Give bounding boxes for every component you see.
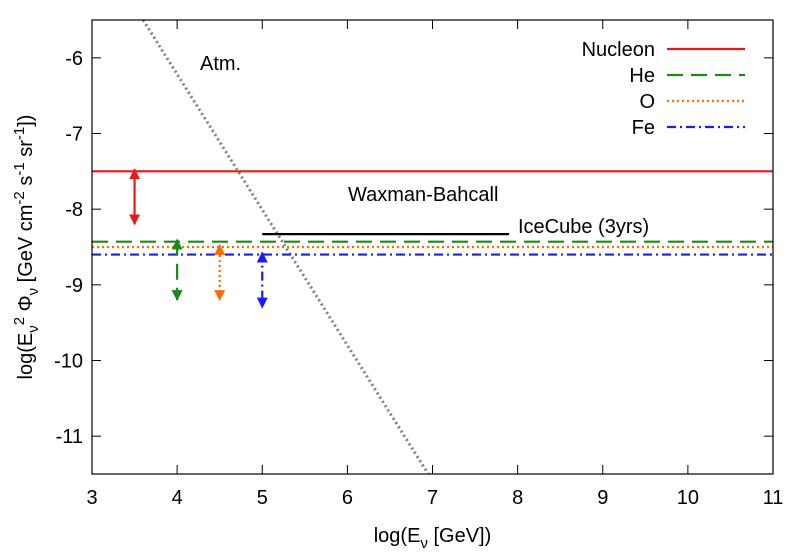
y-axis-title-part: -1 <box>11 127 28 140</box>
atm-line <box>141 20 430 474</box>
legend-label-fe: Fe <box>632 117 655 139</box>
waxman-bahcall-label: Waxman-Bahcall <box>348 184 498 206</box>
atm-label: Atm. <box>200 53 241 75</box>
y-axis-title-part: Φ <box>15 295 37 317</box>
y-tick-label: -10 <box>54 351 83 373</box>
x-axis-title: log(Eν [GeV]) <box>374 525 492 552</box>
y-axis-title-part: ]) <box>15 115 37 127</box>
x-axis-title-part: [GeV]) <box>428 525 491 547</box>
x-tick-label: 4 <box>172 487 183 509</box>
x-tick-label: 9 <box>597 487 608 509</box>
x-axis-title-part: log(E <box>374 525 421 547</box>
x-tick-label: 10 <box>677 487 699 509</box>
y-axis-title-part: -1 <box>11 162 28 175</box>
x-tick-label: 5 <box>257 487 268 509</box>
y-axis-title-part: -2 <box>11 191 28 204</box>
y-axis-title-part: log(E <box>15 333 37 380</box>
x-tick-label: 6 <box>342 487 353 509</box>
y-tick-label: -11 <box>56 426 83 448</box>
x-axis-title-sub: ν <box>420 535 428 552</box>
x-tick-label: 3 <box>86 487 97 509</box>
y-tick-label: -9 <box>65 275 83 297</box>
y-axis-title: log(Eν2 Φν [GeV cm-2 s-1 sr-1]) <box>11 115 42 380</box>
y-axis-title-part: ν <box>25 288 42 296</box>
x-tick-label: 8 <box>512 487 523 509</box>
y-axis-title-part: ν <box>25 325 42 333</box>
y-tick-label: -7 <box>65 124 83 146</box>
y-axis-title-part: sr <box>15 140 37 163</box>
icecube-label: IceCube (3yrs) <box>518 216 649 238</box>
x-tick-label: 7 <box>427 487 438 509</box>
y-axis-title-part: [GeV cm <box>15 205 37 288</box>
y-axis-title-part: 2 <box>11 317 28 325</box>
x-tick-label: 11 <box>763 487 784 509</box>
legend-label-he: He <box>629 65 655 87</box>
legend-label-o: O <box>639 91 655 113</box>
ticks: 3 4 5 6 7 8 9 10 11 -11 -10 -9 -8 -7 -6 <box>54 20 783 509</box>
y-tick-label: -6 <box>65 48 83 70</box>
plot-clip-group <box>92 20 773 474</box>
y-tick-label: -8 <box>65 199 83 221</box>
y-axis-title-part: s <box>15 176 37 192</box>
legend-label-nucleon: Nucleon <box>582 39 655 61</box>
